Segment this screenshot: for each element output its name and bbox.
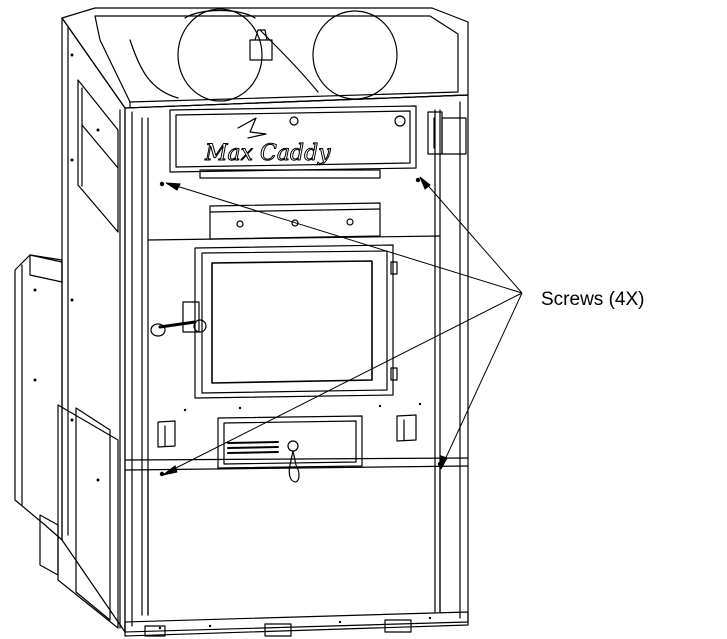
ash-door-panel [217, 415, 363, 483]
lower-front-panel [147, 465, 441, 616]
screw-top-left [159, 181, 165, 187]
logo-plate [169, 105, 417, 179]
furnace-base [124, 611, 469, 637]
logo-text: Max Caddy [204, 141, 331, 166]
screw-top-right [415, 177, 421, 183]
baffle-bracket [147, 202, 441, 241]
door-handle [150, 301, 207, 337]
furnace-side-panel [57, 17, 126, 633]
rear-duct-assembly [14, 254, 63, 576]
rivets [33, 53, 432, 630]
screws-callout-label: Screws (4X) [541, 289, 644, 310]
right-bracket [427, 111, 467, 155]
callout-leader-lines [162, 176, 523, 476]
furnace-top [61, 7, 469, 109]
air-vent-slots [157, 414, 417, 448]
loading-door [194, 244, 398, 399]
furnace-front-panel [124, 94, 469, 633]
